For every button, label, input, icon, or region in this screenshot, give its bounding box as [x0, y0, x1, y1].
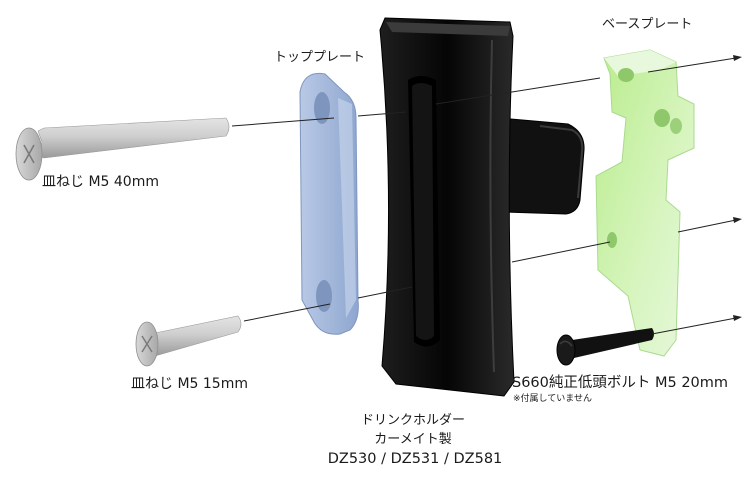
- screw-40mm-label: 皿ねじ M5 40mm: [42, 174, 159, 190]
- drink-holder-label: ドリンクホルダー: [360, 413, 465, 428]
- leader-lines: [231, 57, 737, 335]
- bolt-note: ※付属していません: [513, 394, 593, 404]
- top-plate: [299, 72, 359, 335]
- drink-holder: [379, 17, 585, 397]
- drink-holder-maker: カーメイト製: [374, 432, 452, 447]
- low-head-bolt: [556, 328, 654, 366]
- base-plate-label: ベースプレート: [602, 17, 693, 32]
- base-plate: [595, 49, 695, 357]
- top-plate-label: トッププレート: [274, 50, 366, 65]
- screw-15mm-label: 皿ねじ M5 15mm: [131, 376, 248, 392]
- screw-40mm: [15, 117, 230, 181]
- arrow-heads: [733, 55, 742, 321]
- screw-15mm: [135, 315, 242, 367]
- bolt-label: S660純正低頭ボルト M5 20mm: [512, 375, 729, 391]
- drink-holder-models: DZ530 / DZ531 / DZ581: [327, 451, 503, 467]
